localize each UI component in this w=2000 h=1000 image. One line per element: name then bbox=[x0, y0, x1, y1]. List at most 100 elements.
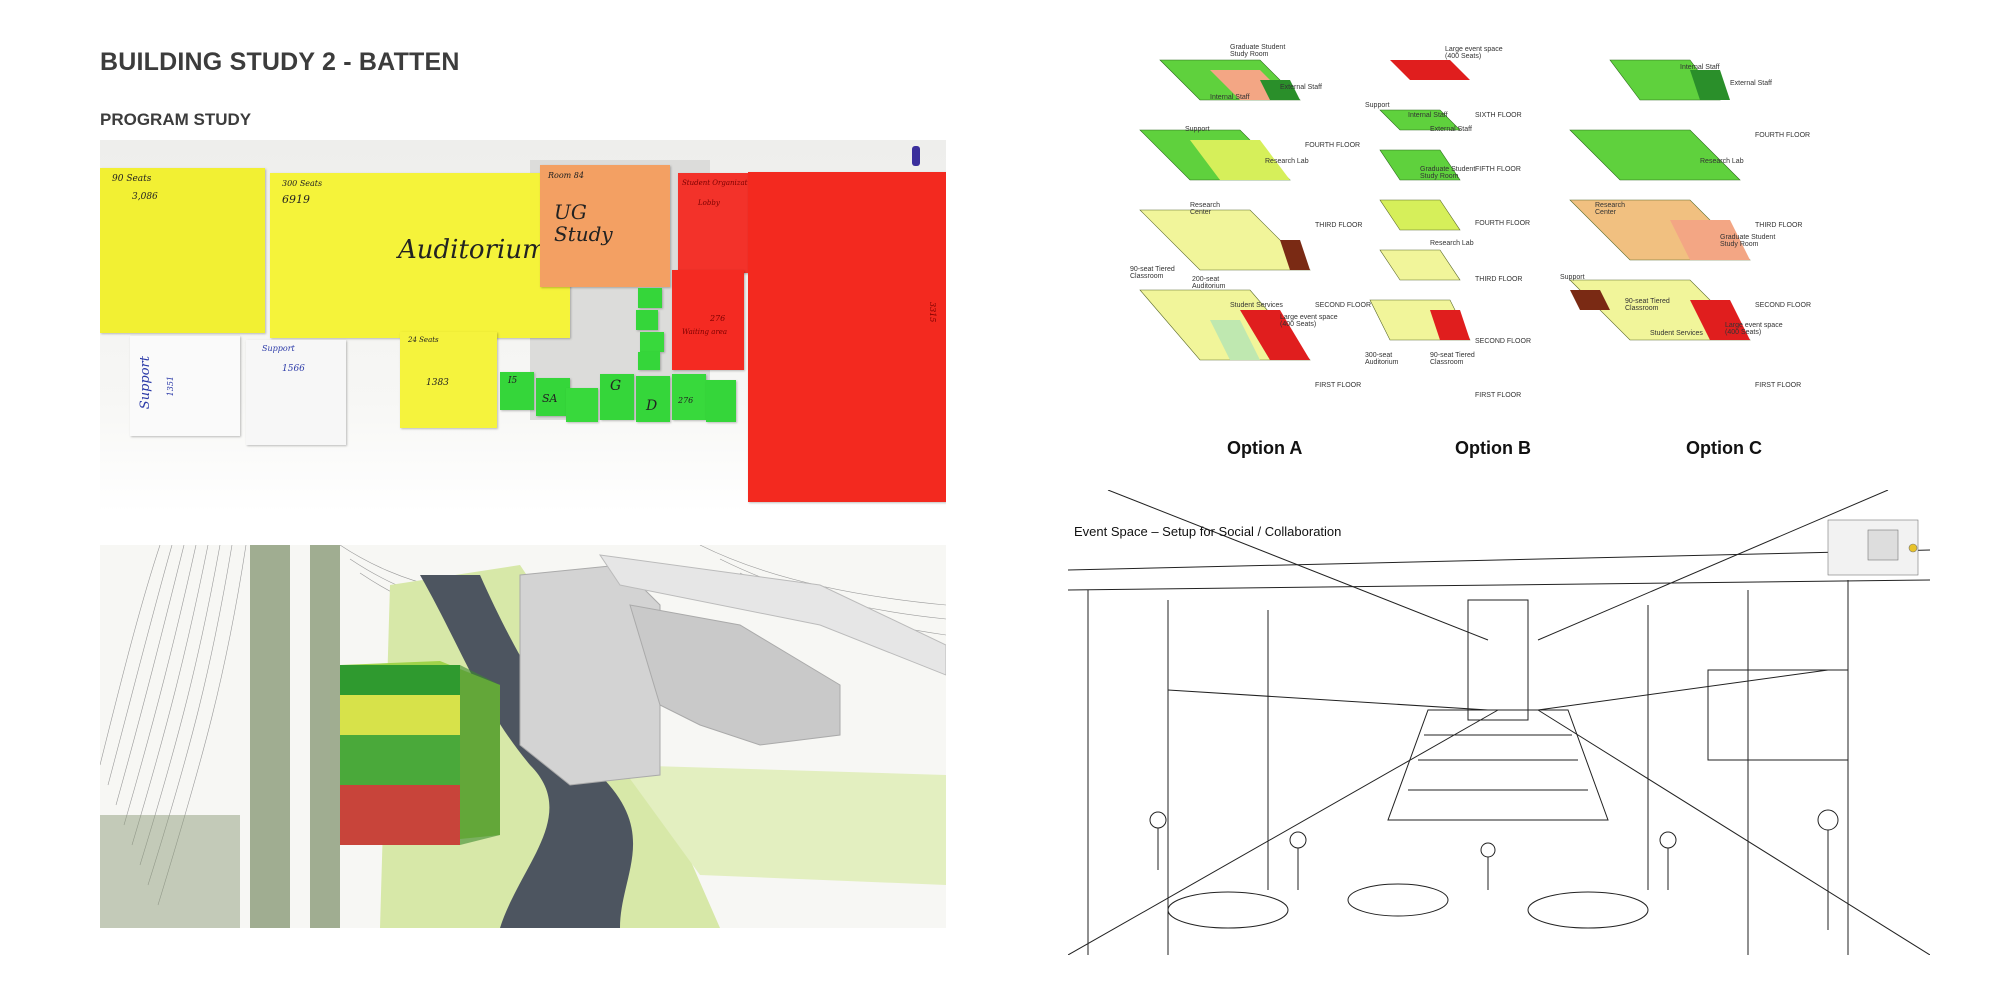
keyplan bbox=[1827, 519, 1919, 576]
b-event-label: Large event space (400 Seats) bbox=[1445, 46, 1503, 60]
note-green-stack-3 bbox=[640, 332, 664, 352]
note-text: D bbox=[646, 398, 658, 414]
b-classroom-label: 90-seat Tiered Classroom bbox=[1430, 352, 1475, 366]
note-text: 1566 bbox=[282, 364, 305, 374]
c-third-floor: THIRD FLOOR bbox=[1755, 222, 1803, 229]
options-diagram: FOURTH FLOOR THIRD FLOOR SECOND FLOOR FI… bbox=[1130, 40, 1910, 400]
a-services-label: Student Services bbox=[1230, 302, 1283, 309]
c-research-lab-label: Research Lab bbox=[1700, 158, 1744, 165]
a-fourth-floor: FOURTH FLOOR bbox=[1305, 142, 1361, 149]
c-internal-label: Internal Staff bbox=[1680, 64, 1720, 71]
note-green-stack-2 bbox=[636, 310, 658, 330]
b-support-label: Support bbox=[1365, 102, 1390, 109]
section-subtitle: PROGRAM STUDY bbox=[100, 110, 252, 129]
option-b-label: Option B bbox=[1455, 438, 1531, 458]
aerial-illustration bbox=[100, 545, 946, 928]
note-text: G bbox=[610, 378, 622, 394]
c-support-label: Support bbox=[1560, 274, 1585, 281]
option-c-label: Option C bbox=[1686, 438, 1762, 458]
note-large-red: 3315 bbox=[748, 172, 946, 502]
option-a-label: Option A bbox=[1227, 438, 1303, 458]
c-event-label: Large event space (400 Seats) bbox=[1725, 322, 1783, 336]
a-external-label: External Staff bbox=[1280, 84, 1322, 91]
c-grad-label: Graduate Student Study Room bbox=[1720, 234, 1776, 248]
b-fourth-floor: FOURTH FLOOR bbox=[1475, 220, 1531, 227]
a-first-floor: FIRST FLOOR bbox=[1315, 382, 1362, 389]
b-third-floor: THIRD FLOOR bbox=[1475, 276, 1523, 283]
note-text: Room 84 bbox=[548, 171, 584, 180]
a-research-lab-label: Research Lab bbox=[1265, 158, 1309, 165]
note-text: Student Organizations bbox=[682, 179, 763, 187]
note-green-6: 276 bbox=[672, 374, 706, 420]
a-third-floor: THIRD FLOOR bbox=[1315, 222, 1363, 229]
event-space-sketch: Event Space – Setup for Social / Collabo… bbox=[1068, 490, 1930, 955]
note-text: Auditorium bbox=[398, 235, 547, 265]
note-support-2: Support 1566 bbox=[246, 340, 346, 445]
a-internal-label: Internal Staff bbox=[1210, 94, 1250, 101]
b-sixth-floor: SIXTH FLOOR bbox=[1475, 112, 1522, 119]
note-text: 6919 bbox=[282, 193, 310, 206]
note-text: 3,086 bbox=[132, 192, 158, 202]
b-internal-label: Internal Staff bbox=[1408, 112, 1448, 119]
note-text: I5 bbox=[508, 376, 518, 386]
option-c-stack bbox=[1569, 59, 1751, 341]
a-research-center-label: Research Center bbox=[1190, 202, 1220, 216]
a-support-label: Support bbox=[1185, 126, 1210, 133]
note-text: 1383 bbox=[426, 378, 449, 388]
note-text: Support bbox=[138, 356, 153, 410]
note-ug-study: Room 84 UG Study bbox=[540, 165, 670, 287]
note-text: Lobby bbox=[698, 199, 720, 207]
note-green-2: SA bbox=[536, 378, 570, 416]
b-grad-label: Graduate Student Study Room bbox=[1420, 166, 1476, 180]
option-b-stack bbox=[1369, 60, 1471, 341]
c-research-center-label: Research Center bbox=[1595, 202, 1625, 216]
a-auditorium-label: 200-seat Auditorium bbox=[1192, 276, 1226, 290]
note-text: UG Study bbox=[554, 200, 613, 246]
c-second-floor: SECOND FLOOR bbox=[1755, 302, 1812, 309]
b-fifth-floor: FIFTH FLOOR bbox=[1475, 166, 1521, 173]
c-first-floor: FIRST FLOOR bbox=[1755, 382, 1802, 389]
note-text: 1351 bbox=[166, 376, 175, 397]
a-classroom-label: 90-seat Tiered Classroom bbox=[1130, 266, 1175, 280]
note-text: Waiting area bbox=[682, 328, 728, 336]
b-second-floor: SECOND FLOOR bbox=[1475, 338, 1532, 345]
note-green-1: I5 bbox=[500, 372, 534, 410]
c-external-label: External Staff bbox=[1730, 80, 1772, 87]
option-a-stack bbox=[1139, 59, 1311, 361]
c-services-label: Student Services bbox=[1650, 330, 1703, 337]
note-24-seats: 24 Seats 1383 bbox=[400, 332, 497, 428]
note-green-3 bbox=[566, 388, 598, 422]
sketch-title: Event Space – Setup for Social / Collabo… bbox=[1074, 524, 1342, 539]
note-text: 24 Seats bbox=[408, 336, 439, 344]
floor-stack-diagrams bbox=[1139, 59, 1751, 361]
program-study-photo: 90 Seats 3,086 300 Seats 6919 Auditorium… bbox=[100, 140, 946, 513]
note-green-stack-1 bbox=[638, 288, 662, 308]
b-first-floor: FIRST FLOOR bbox=[1475, 392, 1522, 399]
c-classroom-label: 90-seat Tiered Classroom bbox=[1625, 298, 1670, 312]
note-text: 276 bbox=[678, 396, 694, 405]
note-text: SA bbox=[542, 392, 558, 405]
note-auditorium: 300 Seats 6919 Auditorium bbox=[270, 173, 570, 338]
b-external-label: External Staff bbox=[1430, 126, 1472, 133]
note-text: Support bbox=[262, 344, 295, 353]
note-waiting: 276 Waiting area bbox=[672, 270, 744, 370]
note-text: 300 Seats bbox=[282, 179, 323, 188]
a-second-floor: SECOND FLOOR bbox=[1315, 302, 1372, 309]
b-research-lab-label: Research Lab bbox=[1430, 240, 1474, 247]
a-grad-label: Graduate Student Study Room bbox=[1230, 44, 1286, 58]
note-green-4: G bbox=[600, 374, 634, 420]
note-text: 276 bbox=[710, 314, 726, 323]
b-auditorium-label: 300-seat Auditorium bbox=[1365, 352, 1399, 366]
page-title: BUILDING STUDY 2 - BATTEN bbox=[100, 48, 460, 76]
note-green-stack-4 bbox=[638, 352, 660, 370]
note-green-5: D bbox=[636, 376, 670, 422]
note-green-7 bbox=[706, 380, 736, 422]
note-text: 3315 bbox=[928, 302, 937, 323]
note-text: 90 Seats bbox=[112, 174, 152, 184]
pin-icon bbox=[912, 146, 920, 166]
site-aerial-render bbox=[100, 545, 946, 928]
c-fourth-floor: FOURTH FLOOR bbox=[1755, 132, 1811, 139]
perspective-sketch bbox=[1068, 490, 1930, 955]
note-support-1: Support 1351 bbox=[130, 336, 240, 436]
a-event-label: Large event space (400 Seats) bbox=[1280, 314, 1338, 328]
